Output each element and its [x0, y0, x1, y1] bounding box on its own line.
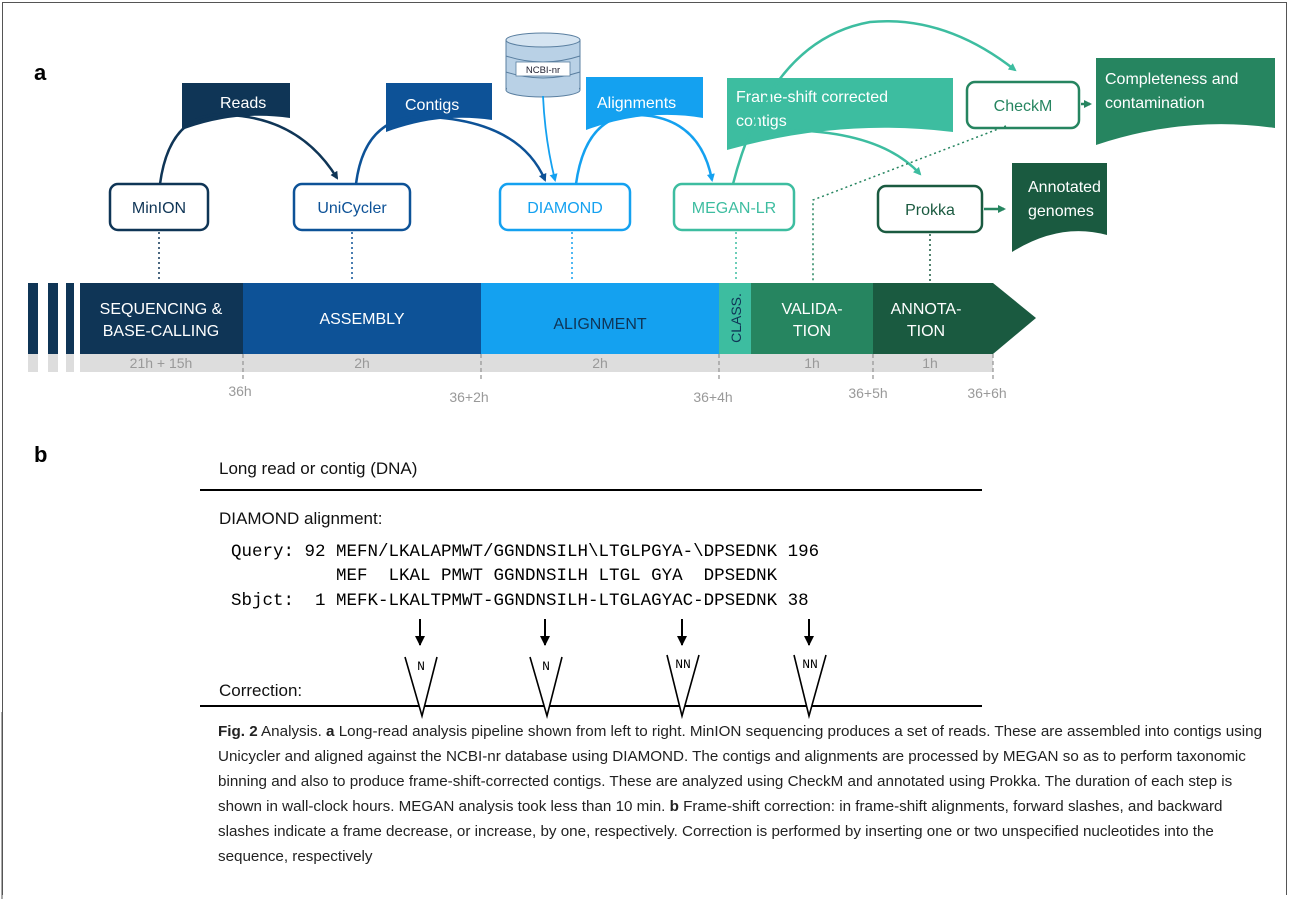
minion-box — [108, 182, 210, 232]
stage-validation-label-2: TION — [793, 323, 831, 340]
figure-caption: Fig. 2 Analysis. a Long-read analysis pi… — [218, 719, 1268, 869]
stage-stripe-3 — [66, 283, 74, 371]
panel-b-label: b — [34, 442, 47, 467]
stage-stripe-2 — [48, 283, 58, 371]
correction-label: Correction: — [219, 681, 302, 700]
duration-strip — [80, 354, 993, 372]
stage-class-label: CLASS. — [728, 293, 744, 343]
reads-document — [182, 83, 290, 130]
contigs-arrow — [354, 115, 547, 185]
query-line: Query: 92 MEFN/LKALAPMWT/GGNDNSILH\LTGLP… — [231, 542, 819, 562]
prokka-box — [876, 184, 984, 234]
megan-label: MEGAN-LR — [692, 200, 776, 217]
minion-label: MinION — [132, 200, 186, 217]
unicycler-label: UniCycler — [317, 200, 387, 217]
reads-arrow — [158, 113, 339, 185]
stage-alignment — [481, 283, 719, 354]
unicycler-box — [292, 182, 412, 232]
duration-alignment: 2h — [592, 355, 608, 371]
timeline-36-2h: 36+2h — [449, 389, 488, 405]
stage-annotation-label-2: TION — [907, 323, 945, 340]
checkm-box — [965, 80, 1081, 130]
stage-validation — [751, 283, 873, 354]
duration-annotation: 1h — [922, 355, 938, 371]
insertion-2: N — [542, 659, 550, 674]
caption-b-label: b — [669, 798, 679, 815]
panel-b-heading: Long read or contig (DNA) — [219, 459, 417, 478]
stage-annotation-label-1: ANNOTA- — [891, 301, 962, 318]
checkm-label: CheckM — [994, 98, 1053, 115]
diamond-label: DIAMOND — [527, 200, 603, 217]
alignments-arrow — [574, 113, 715, 185]
checkm-arrow — [731, 20, 1017, 185]
sbjct-line: Sbjct: 1 MEFK-LKALTPMWT-GGNDNSILH-LTGLAG… — [231, 591, 809, 611]
prokka-label: Prokka — [905, 202, 955, 219]
match-line: MEF LKAL PMWT GGNDNSILH LTGL GYA DPSEDNK — [231, 566, 778, 586]
stage-stripe-1 — [28, 283, 38, 371]
stage-annotation — [873, 283, 1036, 354]
insertion-wedges — [404, 654, 827, 720]
timeline-36h: 36h — [228, 383, 251, 399]
reads-label: Reads — [220, 95, 266, 112]
timeline-ticks — [242, 354, 994, 380]
stage-validation-label-1: VALIDA- — [781, 301, 842, 318]
ncbi-nr-label: NCBI-nr — [526, 65, 560, 76]
frameshift-document — [727, 78, 953, 150]
insertion-3: NN — [675, 657, 691, 672]
stage-sequencing-label-1: SEQUENCING & — [100, 301, 223, 318]
alignments-label: Alignments — [597, 95, 676, 112]
prokka-input-arrow — [779, 128, 922, 176]
stage-sequencing-label-2: BASE-CALLING — [103, 323, 219, 340]
contigs-label: Contigs — [405, 97, 459, 114]
stage-alignment-label: ALIGNMENT — [553, 316, 647, 333]
panel-a-label: a — [34, 60, 47, 85]
stage-sequencing — [80, 283, 243, 354]
stage-class — [719, 283, 751, 354]
timeline-36-6h: 36+6h — [967, 385, 1006, 401]
caption-b-text: Frame-shift correction: in frame-shift a… — [218, 798, 1223, 865]
database-arrow — [542, 95, 558, 182]
timeline-36-5h: 36+5h — [848, 385, 887, 401]
completeness-label-1: Completeness and — [1105, 71, 1238, 88]
duration-validation: 1h — [804, 355, 820, 371]
contigs-document — [386, 83, 492, 132]
caption-fig-label: Fig. 2 — [218, 723, 258, 740]
annotated-document — [1012, 163, 1107, 252]
insertion-4: NN — [802, 657, 818, 672]
stage-assembly-label: ASSEMBLY — [319, 311, 404, 328]
megan-box — [672, 182, 796, 232]
ncbi-nr-database-icon — [505, 32, 581, 98]
insertion-1: N — [417, 659, 425, 674]
stage-assembly — [243, 283, 481, 354]
annotated-label-1: Annotated — [1028, 179, 1101, 196]
caption-a-text: Long-read analysis pipeline shown from l… — [218, 723, 1263, 815]
completeness-document — [1096, 58, 1275, 145]
caption-a-label: a — [326, 723, 335, 740]
timeline-36-4h: 36+4h — [693, 389, 732, 405]
annotated-label-2: genomes — [1028, 203, 1094, 220]
frameshift-label-1: Frame-shift corrected — [736, 89, 888, 106]
diamond-box — [498, 182, 632, 232]
duration-sequencing: 21h + 15h — [130, 355, 193, 371]
duration-assembly: 2h — [354, 355, 370, 371]
completeness-label-2: contamination — [1105, 95, 1205, 112]
frameshift-label-2: contigs — [736, 113, 787, 130]
alignment-title: DIAMOND alignment: — [219, 509, 382, 528]
correction-arrows — [415, 619, 814, 646]
caption-title: Analysis. — [257, 723, 327, 740]
alignments-document — [586, 77, 703, 130]
stage-connectors — [158, 125, 1007, 282]
